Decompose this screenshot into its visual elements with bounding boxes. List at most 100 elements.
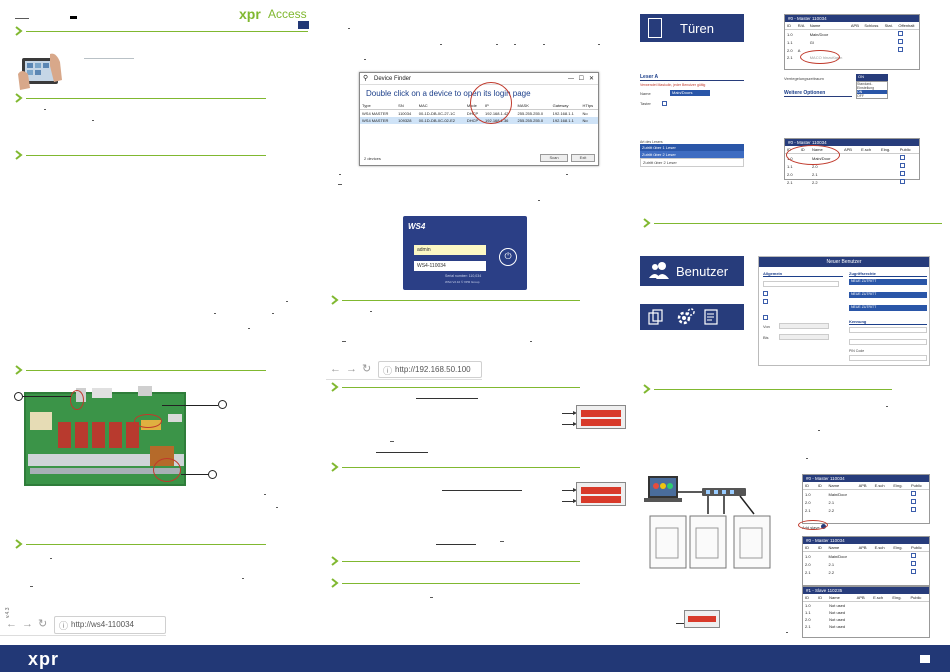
chevron-icon [330, 295, 340, 305]
address-field[interactable]: ⓘ http://ws4-110034 [54, 616, 166, 634]
access-select[interactable]: ON [856, 74, 888, 81]
valid-from-label: Von [763, 324, 770, 329]
serial-label: Serial number: [445, 274, 468, 278]
checkbox[interactable] [910, 553, 916, 558]
list-settings-icon[interactable] [704, 309, 720, 325]
menu-item[interactable]: Zutritt über 2 Leser [640, 158, 744, 167]
users-button[interactable]: Benutzer [640, 256, 744, 286]
back-icon[interactable]: ← [6, 618, 17, 630]
checkbox[interactable] [763, 299, 768, 304]
menu-item[interactable]: Zutritt über 1 Leser [640, 144, 744, 151]
device-field[interactable]: WS4-110034 [414, 261, 486, 271]
controller-board-image [20, 384, 190, 492]
checkbox[interactable] [899, 179, 905, 184]
valid-to-label: Bis [763, 335, 769, 340]
username-field[interactable]: admin [414, 245, 486, 255]
brand-xpr: xpr [239, 6, 261, 22]
version-label: v.4.3 [5, 607, 11, 618]
checkbox[interactable] [910, 561, 916, 566]
finder-heading: Double click on a device to open its log… [366, 89, 531, 98]
checkbox[interactable] [763, 291, 768, 296]
checkbox[interactable] [898, 31, 904, 36]
doors-button[interactable]: Türen [640, 14, 744, 42]
checkbox[interactable] [910, 507, 916, 512]
checkbox[interactable] [899, 155, 905, 160]
section-rule [342, 387, 580, 388]
forward-icon[interactable]: → [22, 618, 33, 630]
menu-item[interactable]: Zutritt über 2 Leser [640, 151, 744, 158]
highlight-circle [800, 50, 840, 64]
checkbox[interactable] [910, 499, 916, 504]
checkbox[interactable] [898, 47, 904, 52]
tamper-checkbox[interactable] [662, 101, 667, 106]
checkbox[interactable] [899, 163, 905, 168]
access-select-2[interactable]: NEUE ZUTRITT [849, 292, 927, 298]
column-header[interactable]: Gateway [550, 102, 581, 110]
pin-label: PIN Code [849, 349, 865, 353]
highlight-circle [153, 458, 181, 482]
address-field[interactable]: ⓘ http://192.168.50.100 [378, 361, 482, 378]
reload-icon[interactable]: ↻ [362, 363, 372, 375]
name-select[interactable]: Main/Doors [670, 90, 710, 96]
slave-table: #1 - Slave 110235 ID ID Name APB E.sch E… [802, 586, 930, 638]
column-header[interactable]: Type [360, 102, 397, 110]
reload-icon[interactable]: ↻ [38, 618, 48, 630]
users-icon [649, 262, 669, 279]
dip-switch-image [576, 482, 626, 506]
checkbox[interactable] [899, 171, 905, 176]
column-header[interactable]: HTtps [580, 102, 598, 110]
scan-button[interactable]: Scan [540, 154, 568, 162]
power-login-button[interactable]: ⏻ [499, 248, 517, 266]
access-select-3[interactable]: NEUE ZUTRITT [849, 305, 927, 311]
section-rule [26, 31, 308, 32]
maximize-icon[interactable]: ☐ [578, 76, 584, 82]
back-icon[interactable]: ← [330, 363, 341, 375]
pin-input[interactable] [849, 355, 927, 361]
reader-type-label: Art des Lesers [640, 140, 663, 144]
highlight-circle [798, 520, 828, 530]
login-panel: WS4 admin WS4-110034 ⏻ Serial number: 11… [403, 216, 527, 290]
chevron-icon [642, 384, 652, 394]
checkbox[interactable] [910, 491, 916, 496]
footer-logo: xpr [28, 649, 60, 669]
valid-to-field[interactable] [779, 334, 829, 340]
valid-from-field[interactable] [779, 323, 829, 329]
menu-item[interactable]: OFF [857, 94, 864, 98]
copy-icon[interactable] [648, 309, 664, 325]
menu-item[interactable]: ON [857, 90, 887, 94]
name-input[interactable] [763, 281, 839, 287]
checkbox[interactable] [910, 569, 916, 574]
reader-line: Verwendet Maskulin, jeder Benutzer gülti… [640, 83, 706, 87]
checkbox[interactable] [763, 315, 768, 320]
checkbox[interactable] [898, 39, 904, 44]
forward-icon[interactable]: → [346, 363, 357, 375]
close-icon[interactable]: ✕ [588, 76, 594, 82]
card-input-2[interactable] [849, 339, 927, 345]
arrow-icon [562, 411, 577, 415]
menu-item[interactable]: Standard-Einstellung [857, 82, 875, 90]
column-header[interactable]: MAC [416, 102, 465, 110]
exit-button[interactable]: Exit [571, 154, 595, 162]
card-input-1[interactable] [849, 327, 927, 333]
gear-icon[interactable] [674, 307, 696, 327]
column-header[interactable]: MASK [515, 102, 551, 110]
minimize-icon[interactable]: — [568, 76, 574, 82]
access-select-1[interactable]: NEUE ZUTRITT [849, 279, 927, 285]
column-header[interactable]: SN [396, 102, 417, 110]
